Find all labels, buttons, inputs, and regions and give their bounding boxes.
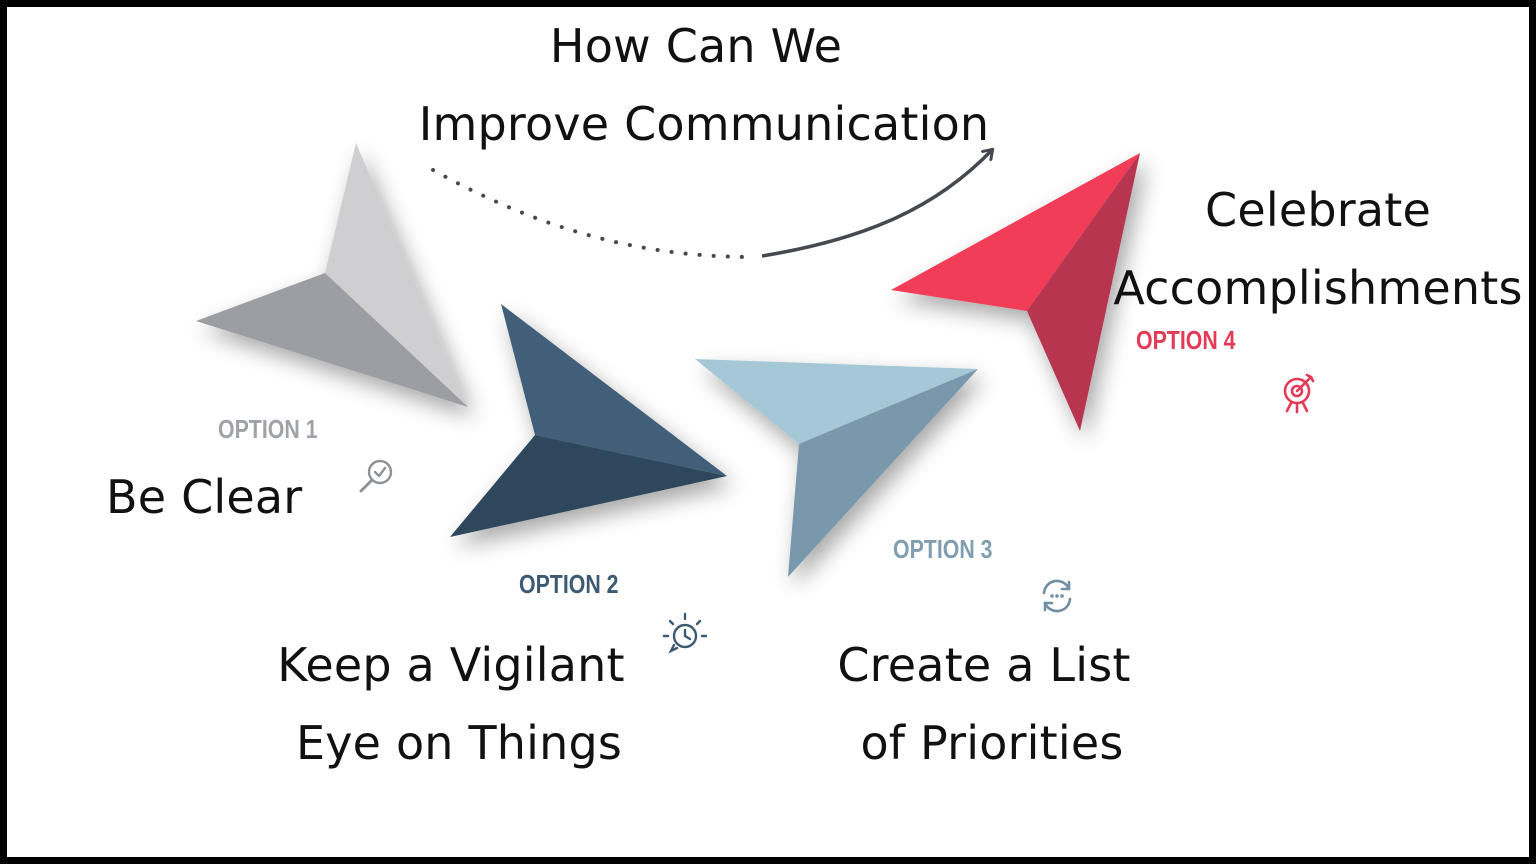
option-3-label: OPTION 3: [893, 534, 993, 564]
arrow-option-3: [695, 359, 978, 577]
search-check-icon: [359, 459, 393, 493]
option-1-text: Be Clear: [106, 470, 303, 524]
refresh-list-icon: [1042, 579, 1072, 613]
slide: How Can We Improve Communication OPTION …: [7, 7, 1529, 857]
connector-dotted: [431, 168, 754, 259]
option-2-text-line-2: Eye on Things: [295, 716, 623, 770]
option-4-text-line-1: Celebrate: [1205, 183, 1431, 237]
title-line-1: How Can We: [549, 19, 843, 73]
option-4-text-line-2: Accomplishments: [1113, 261, 1523, 315]
arrow-option-1: [196, 143, 468, 407]
option-4-label: OPTION 4: [1136, 325, 1236, 355]
option-2-label: OPTION 2: [519, 569, 619, 599]
option-3-text-line-2: of Priorities: [860, 716, 1124, 770]
title-line-2: Improve Communication: [418, 97, 990, 151]
diagram-artwork: [196, 143, 1140, 577]
arrow-option-4: [891, 153, 1140, 431]
arrow-option-2: [450, 304, 727, 537]
target-icon: [1283, 373, 1315, 414]
option-3-text-line-1: Create a List: [837, 638, 1131, 692]
option-2-text-line-1: Keep a Vigilant: [277, 638, 625, 692]
option-1-label: OPTION 1: [218, 414, 318, 444]
idea-clock-icon: [662, 612, 708, 654]
connector-arrow: [761, 150, 992, 258]
